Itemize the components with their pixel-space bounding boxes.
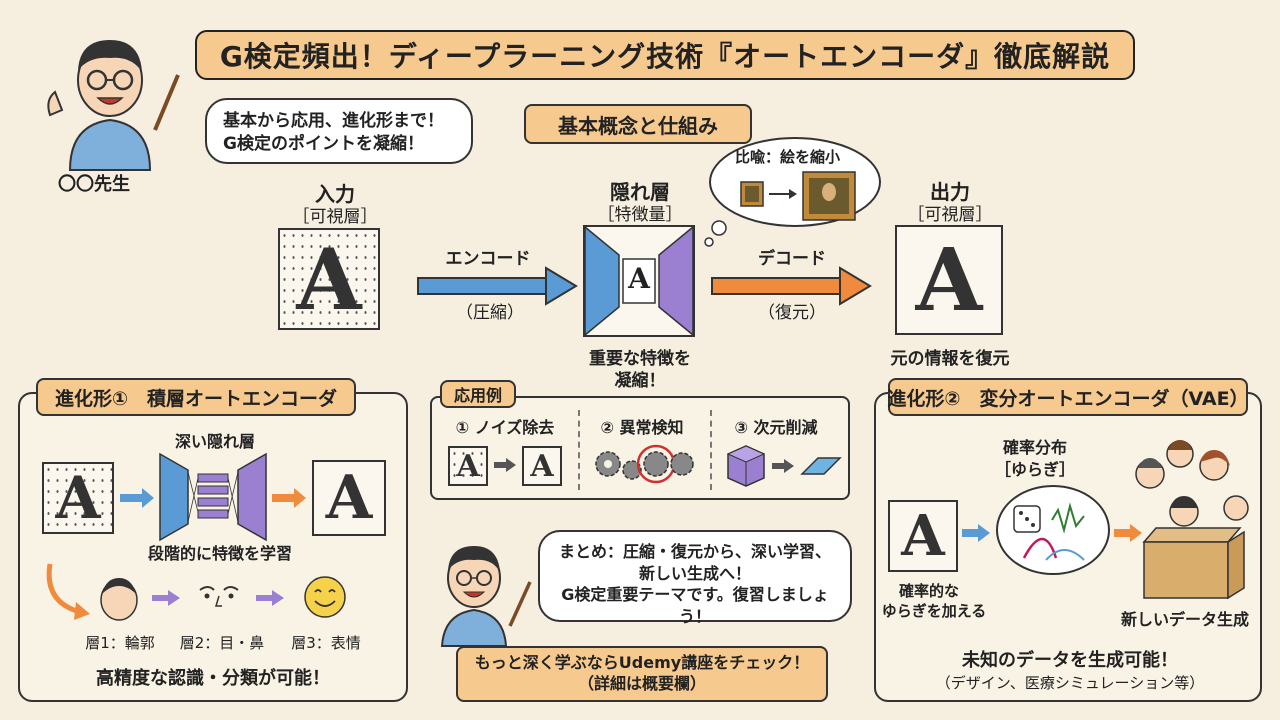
stacked-ae-heading: 進化形① 積層オートエンコーダ xyxy=(36,378,356,416)
vae-heading: 進化形② 変分オートエンコーダ（VAE） xyxy=(887,378,1249,416)
probability-cloud-icon xyxy=(996,485,1110,575)
app-divider-1 xyxy=(578,410,580,490)
face-outline-icon xyxy=(100,578,138,621)
intro-speech-bubble: 基本から応用、進化形まで！ G検定のポイントを凝縮！ xyxy=(205,98,473,164)
summary-speech-bubble: まとめ：圧縮・復元から、深い学習、 新しい生成へ！ G検定重要テーマです。復習し… xyxy=(538,530,852,626)
summary-line-3: G検定重要テーマです。復習しましょう！ xyxy=(561,585,829,626)
cta-line-2: （詳細は概要欄） xyxy=(577,674,706,693)
layer1-label: 層1：輪郭 xyxy=(85,634,155,652)
decode-arrow xyxy=(711,266,872,306)
layer2-label: 層2：目・鼻 xyxy=(179,634,265,652)
distribution-sublabel: ［ゆらぎ］ xyxy=(994,460,1075,479)
deep-network-diagram xyxy=(159,452,267,542)
app-dimension-reduction: ③ 次元削減 xyxy=(734,418,818,437)
presenter-avatar xyxy=(40,20,180,171)
vae-caption-sub: （デザイン、医療シミュレーション等） xyxy=(935,674,1205,692)
new-data-label: 新しいデータ生成 xyxy=(1120,610,1249,629)
summary-line-1: まとめ：圧縮・復元から、深い学習、 xyxy=(558,542,831,561)
metaphor-thought-bubble: 比喩：絵を縮小 xyxy=(704,136,885,247)
gears-anomaly-icon xyxy=(595,444,694,484)
page-title: G検定頻出！ディープラーニング技術『オートエンコーダ』徹底解説 xyxy=(195,30,1135,80)
applications-heading: 応用例 xyxy=(440,380,516,408)
app1-noisy-image: A xyxy=(448,446,488,486)
hidden-caption-1: 重要な特徴を xyxy=(589,349,691,369)
app1-clean-image: A xyxy=(522,446,562,486)
decode-sublabel: （復元） xyxy=(758,303,826,323)
input-noisy-image: A xyxy=(278,228,380,330)
add-noise-label-1: 確率的な xyxy=(898,582,959,600)
metaphor-label: 比喩：絵を縮小 xyxy=(735,148,841,166)
generated-people-box-icon xyxy=(1135,440,1249,600)
encode-sublabel: （圧縮） xyxy=(456,303,524,323)
app-anomaly-detection: ② 異常検知 xyxy=(600,418,684,437)
layer-arrow-1 xyxy=(152,590,180,606)
hidden-inner-letter: A xyxy=(628,262,650,295)
hidden-label: 隠れ層 xyxy=(610,180,670,204)
decode-label: デコード xyxy=(758,249,826,269)
stacked-ae-panel xyxy=(18,392,408,702)
vae-arrow-in xyxy=(962,524,990,542)
stacked-input-image: A xyxy=(42,462,114,534)
stacked-arrow-in xyxy=(120,488,154,508)
output-caption: 元の情報を復元 xyxy=(890,349,1010,369)
curved-arrow-icon xyxy=(46,563,90,620)
app1-arrow xyxy=(494,458,516,472)
cube-to-plane-icon xyxy=(726,445,842,487)
eyes-nose-icon xyxy=(199,586,239,607)
app-noise-removal: ① ノイズ除去 xyxy=(455,418,555,437)
stacked-caption: 高精度な認識・分類が可能！ xyxy=(96,668,330,689)
intro-line-1: 基本から応用、進化形まで！ xyxy=(223,111,444,131)
output-label: 出力 xyxy=(930,180,970,204)
vae-caption: 未知のデータを生成可能！ xyxy=(962,650,1178,671)
output-image: A xyxy=(895,225,1003,335)
basic-concept-heading: 基本概念と仕組み xyxy=(524,104,752,144)
presenter-name: 〇〇先生 xyxy=(58,174,130,195)
deep-hidden-label: 深い隠れ層 xyxy=(174,432,255,451)
input-label: 入力 xyxy=(315,182,355,206)
stepwise-label: 段階的に特徴を学習 xyxy=(147,544,292,563)
hidden-sublabel: ［特徴量］ xyxy=(597,205,683,225)
cta-line-1: もっと深く学ぶならUdemy講座をチェック！ xyxy=(474,653,810,673)
encode-label: エンコード xyxy=(445,249,531,269)
add-noise-label-2: ゆらぎを加える xyxy=(881,602,987,620)
output-sublabel: ［可視層］ xyxy=(907,205,993,225)
hidden-layer-diagram xyxy=(583,225,695,337)
input-sublabel: ［可視層］ xyxy=(292,207,378,227)
vae-input-image: A xyxy=(888,500,958,572)
stacked-output-image: A xyxy=(312,460,386,536)
intro-line-2: G検定のポイントを凝縮！ xyxy=(223,133,424,154)
layer-arrow-2 xyxy=(256,590,284,606)
summary-line-2: 新しい生成へ！ xyxy=(638,563,751,583)
layer3-label: 層3：表情 xyxy=(291,634,361,652)
smiley-icon xyxy=(304,576,346,618)
udemy-cta-box: もっと深く学ぶならUdemy講座をチェック！ （詳細は概要欄） xyxy=(456,646,828,702)
distribution-label: 確率分布 xyxy=(1002,438,1067,457)
applications-panel xyxy=(430,396,850,500)
encode-arrow xyxy=(417,266,578,306)
vae-arrow-out xyxy=(1114,524,1142,542)
hidden-caption-2: 凝縮！ xyxy=(614,371,666,391)
stacked-arrow-out xyxy=(272,488,306,508)
summary-presenter-avatar xyxy=(424,530,534,647)
app-divider-2 xyxy=(710,410,712,490)
